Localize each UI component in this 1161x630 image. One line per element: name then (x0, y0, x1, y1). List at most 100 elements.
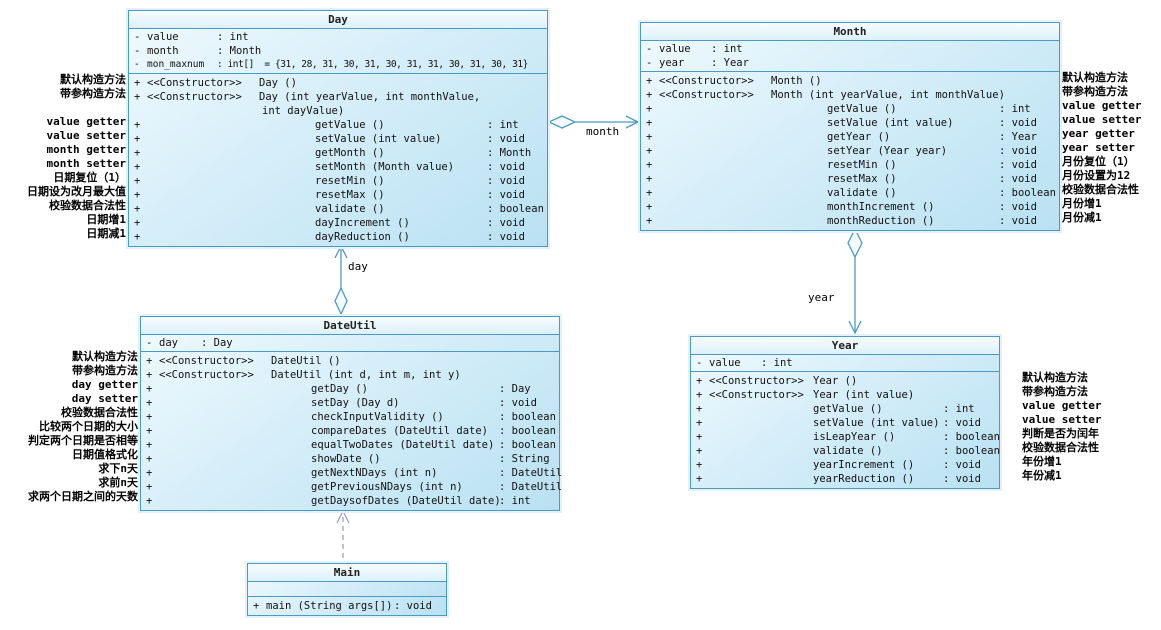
attributes-section: -value: int-year: Year (641, 41, 1059, 72)
method-row: +monthReduction (): void (646, 215, 1037, 227)
class-title: Month (641, 23, 1059, 41)
annotation-line: 默认构造方法 (72, 350, 138, 363)
method-row: +yearIncrement (): void (696, 459, 981, 471)
attribute-row: -value: int (134, 31, 249, 43)
method-row: +resetMin (): void (646, 159, 1037, 171)
annotation-line: 带参构造方法 (60, 87, 126, 100)
annotation-line: value getter (1022, 399, 1102, 412)
method-row: int dayValue) (262, 105, 345, 117)
method-row: +main (String args[]): void (253, 600, 432, 612)
method-row: +setYear (Year year): void (646, 145, 1037, 157)
aggregation-dateutil-day (334, 244, 348, 316)
method-row: +validate (): boolean (646, 187, 1056, 199)
annotation-line (0, 101, 126, 115)
method-row: +setValue (int value): void (696, 417, 981, 429)
class-title: DateUtil (141, 317, 559, 335)
method-row: +validate (): boolean (134, 203, 544, 215)
aggregation-diamond (334, 286, 348, 316)
arrowhead (848, 320, 862, 335)
class-box-main: Main +main (String args[]): void (247, 563, 447, 616)
method-row: +setDay (Day d): void (146, 397, 537, 409)
annotation-line: 校验数据合法性 (1062, 183, 1139, 196)
aggregation-diamond (547, 115, 577, 129)
method-row: +<<Constructor>>DateUtil (int d, int m, … (146, 369, 461, 381)
annotation-line: year getter (1062, 127, 1135, 140)
method-row: +checkInputValidity (): boolean (146, 411, 556, 423)
annotation-line: value setter (1022, 413, 1102, 426)
annotation-line: 求下n天 (98, 462, 138, 475)
method-row: +<<Constructor>>Day () (134, 77, 297, 89)
methods-section: +<<Constructor>>Month () +<<Constructor>>… (641, 72, 1059, 230)
method-row: +<<Constructor>>Day (int yearValue, int … (134, 91, 481, 103)
role-label-year: year (808, 291, 835, 304)
annotation-line: 求前n天 (98, 476, 138, 489)
method-row: +resetMax (): void (646, 173, 1037, 185)
method-row: +<<Constructor>>Month (int yearValue, in… (646, 89, 1005, 101)
annotation-line: 求两个日期之间的天数 (28, 490, 138, 503)
class-title: Year (691, 337, 999, 355)
method-row: +validate (): boolean (696, 445, 1000, 457)
role-label-day: day (348, 260, 368, 273)
class-title: Day (129, 11, 547, 29)
annotation-line: month getter (46, 143, 126, 156)
annotation-line: 校验数据合法性 (49, 199, 126, 212)
method-row: +getValue (): int (134, 119, 519, 131)
annotation-line: 年份增1 (1022, 455, 1062, 468)
dependency-main-dateutil (336, 509, 350, 561)
annotation-line: 判定两个日期是否相等 (28, 434, 138, 447)
methods-section: +<<Constructor>>Year ()+<<Constructor>>Y… (691, 372, 1000, 488)
attributes-section (248, 582, 446, 597)
arrowhead (334, 244, 348, 259)
method-row: +getValue (): int (646, 103, 1031, 115)
class-box-month: Month -value: int-year: Year +<<Construc… (640, 22, 1060, 231)
annotation-line: 月份减1 (1062, 211, 1102, 224)
method-row: +<<Constructor>>Month () (646, 75, 822, 87)
annotation-line: day setter (71, 392, 138, 405)
class-title: Main (248, 564, 446, 582)
role-label-month: month (586, 125, 620, 138)
attribute-row: -month: Month (134, 45, 262, 57)
class-box-day: Day -value: int-month: Month-mon_maxnum:… (128, 10, 548, 247)
methods-section: +main (String args[]): void (248, 597, 446, 615)
annotation-line: 日期值格式化 (72, 448, 138, 461)
method-row: +yearReduction (): void (696, 473, 981, 485)
attribute-row: -value: int (646, 43, 743, 55)
method-row: +getDaysofDates (DateUtil date): int (146, 495, 531, 507)
method-row: +dayIncrement (): void (134, 217, 525, 229)
annotation-line: value setter (1062, 113, 1142, 126)
annotation-line: 年份减1 (1022, 469, 1062, 482)
attributes-section: -day: Day (141, 335, 559, 352)
methods-section: +<<Constructor>>DateUtil () +<<Constructo… (141, 352, 563, 510)
method-row: +dayReduction (): void (134, 231, 525, 243)
arrowhead (336, 509, 350, 524)
method-row: +getNextNDays (int n): DateUtil (146, 467, 563, 479)
attribute-row: -value: int (696, 357, 793, 369)
method-row: +resetMax (): void (134, 189, 525, 201)
annotation-line: 日期复位（1） (53, 171, 126, 184)
methods-section: +<<Constructor>>Day () +<<Constructor>>Da… (129, 74, 547, 246)
annotation-line: year setter (1062, 141, 1135, 154)
method-row: +setValue (int value): void (134, 133, 525, 145)
method-row: +compareDates (DateUtil date): boolean (146, 425, 556, 437)
annotation-line: 校验数据合法性 (61, 406, 138, 419)
annotation-line: 月份增1 (1062, 197, 1102, 210)
attributes-section: -value: int-month: Month-mon_maxnum: int… (129, 29, 547, 74)
annotation-line: value getter (46, 115, 126, 128)
annotation-line: 月份设置为12 (1062, 169, 1131, 182)
method-row: +<<Constructor>>DateUtil () (146, 355, 341, 367)
annotation-line: 默认构造方法 (60, 73, 126, 86)
method-row: +setMonth (Month value): void (134, 161, 525, 173)
method-row: +resetMin (): void (134, 175, 525, 187)
annotation-line: 日期减1 (86, 227, 126, 240)
annotation-line: value setter (46, 129, 126, 142)
method-row: +isLeapYear (): boolean (696, 431, 1000, 443)
arrowhead (625, 115, 640, 129)
method-row: +getPreviousNDays (int n): DateUtil (146, 481, 563, 493)
class-box-dateutil: DateUtil -day: Day +<<Constructor>>DateU… (140, 316, 563, 511)
method-row: +monthIncrement (): void (646, 201, 1037, 213)
